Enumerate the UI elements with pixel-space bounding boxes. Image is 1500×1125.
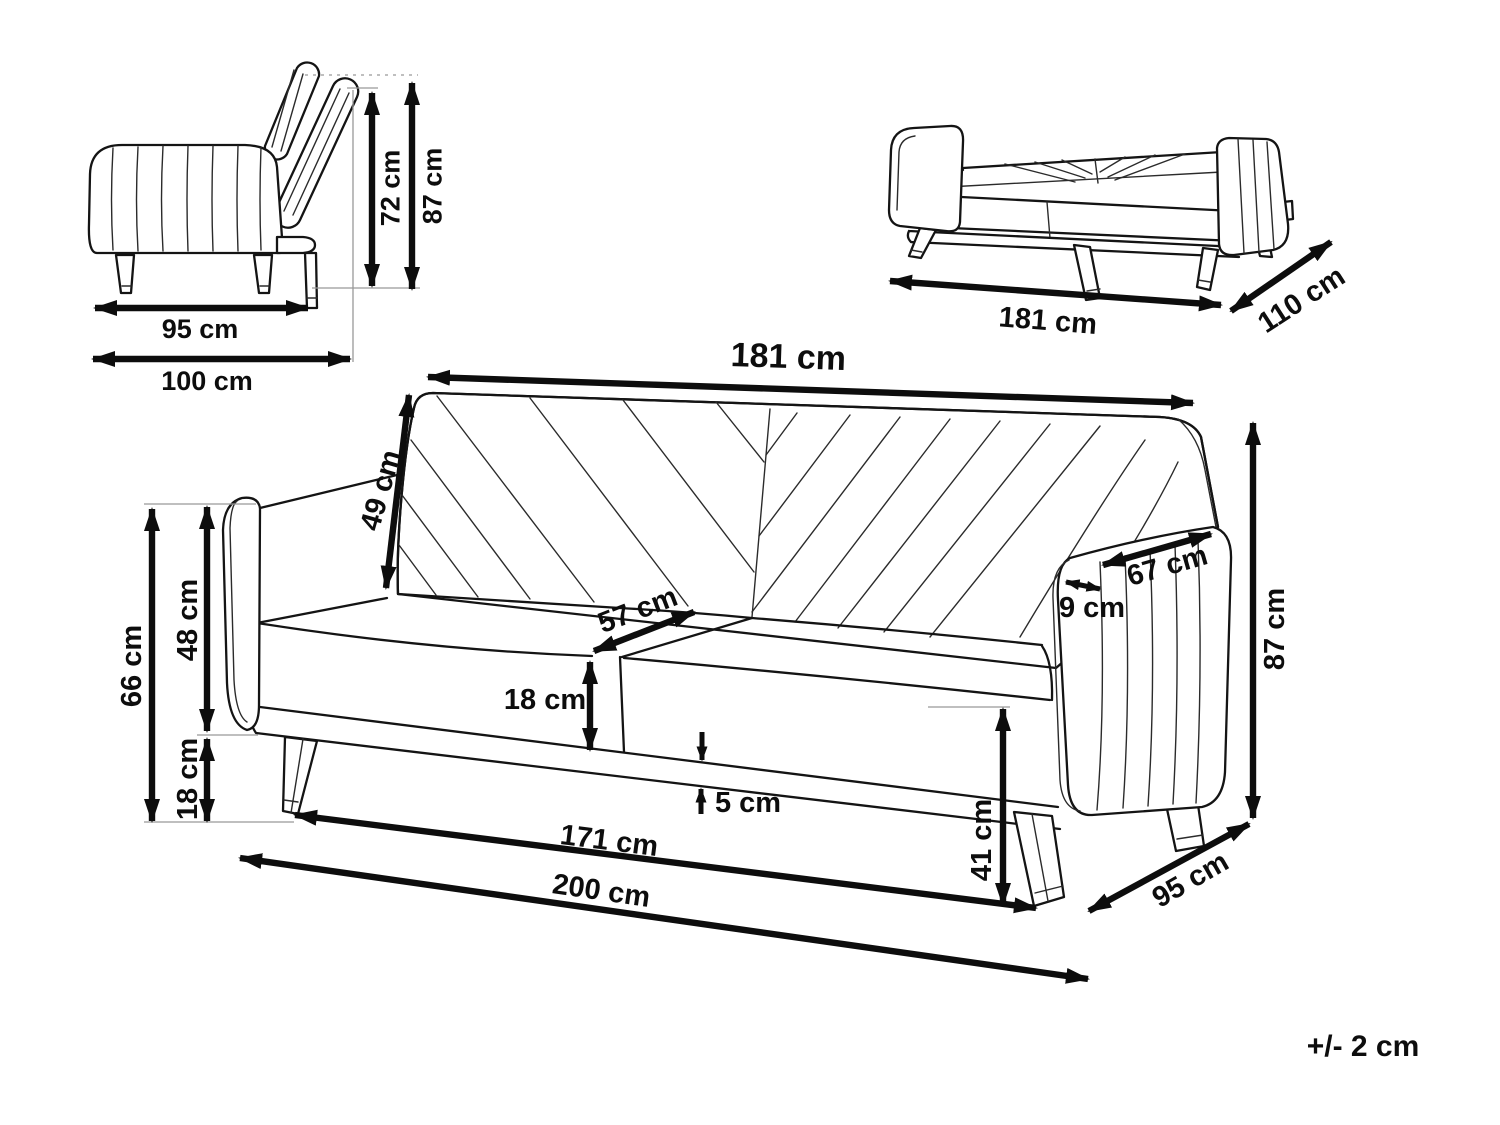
- base-rail-bottom: [249, 704, 1062, 831]
- dim-arrow: [592, 609, 696, 654]
- dim-armrest-floor-height: 66 cm: [116, 507, 160, 823]
- bed-right-armrest-channels: [1237, 138, 1275, 254]
- main-view: 181 cm 49 cm 66 cm 48 cm 18 cm 57 cm 18 …: [116, 336, 1291, 984]
- bed-mattress-back-edge: [961, 150, 1224, 170]
- dim-arrow: [1087, 821, 1251, 914]
- dim-arrow: [1064, 579, 1102, 592]
- tolerance-note: +/- 2 cm: [1307, 1030, 1420, 1063]
- bed-view: 181 cm 110 cm: [887, 124, 1351, 341]
- bed-right-armrest: [1215, 136, 1290, 257]
- dim-side-total-depth: 100 cm: [91, 351, 352, 396]
- dim-label: 5 cm: [715, 787, 781, 819]
- bed-leg-front-left-foot: [910, 249, 923, 253]
- backrest-corner-stitch: [1177, 418, 1217, 528]
- bed-mattress-fold-seam: [947, 171, 1223, 188]
- dim-seat-cushion-thickness: 18 cm: [504, 660, 598, 752]
- dim-label: 18 cm: [172, 738, 204, 820]
- dim-label: 100 cm: [161, 366, 253, 396]
- dim-seat-height: 41 cm: [966, 707, 1011, 907]
- dim-label: 18 cm: [504, 684, 586, 716]
- dim-arrow: [380, 393, 415, 590]
- dim-label: 48 cm: [172, 579, 204, 661]
- dim-base-frame-thickness: 5 cm: [695, 732, 781, 819]
- dim-label: 181 cm: [730, 336, 847, 378]
- side-view: 95 cm 100 cm 72 cm 87 cm: [87, 61, 447, 396]
- dim-depth: 95 cm: [1087, 821, 1251, 914]
- dim-label: 87 cm: [417, 148, 447, 225]
- dim-label: 110 cm: [1252, 260, 1351, 340]
- seat-cushion-split: [618, 616, 754, 754]
- right-armrest-channels: [1096, 539, 1201, 811]
- dim-label: 87 cm: [1259, 588, 1291, 670]
- dim-label: 181 cm: [998, 301, 1099, 341]
- side-body-channel-stitching: [110, 145, 262, 252]
- side-backrest-reclined: [273, 77, 360, 229]
- dim-arrow: [238, 853, 1090, 984]
- dim-arrow: [1229, 239, 1333, 314]
- seat-cushion-right-edge: [1040, 644, 1054, 702]
- dim-side-seat-depth: 95 cm: [93, 300, 310, 344]
- dim-main-width: 181 cm: [426, 336, 1195, 411]
- side-seat-extension: [275, 235, 317, 255]
- dim-inner-width: 171 cm: [293, 809, 1038, 914]
- dim-arrow: [1101, 530, 1213, 569]
- dim-arrow: [426, 369, 1195, 411]
- side-rear-support: [303, 251, 319, 310]
- leg-front-left-stitch: [283, 738, 304, 814]
- dim-total-height: 87 cm: [1245, 421, 1291, 820]
- side-backrest-upright-stitch: [271, 69, 304, 152]
- bed-mattress-front-split: [1046, 201, 1051, 239]
- dim-label: 66 cm: [116, 625, 148, 707]
- dim-bed-depth: 110 cm: [1229, 239, 1351, 340]
- seat-back-seam: [396, 592, 1044, 647]
- seat-cushion-left-edge: [255, 596, 389, 625]
- dim-under-frame-clearance: 18 cm: [172, 737, 215, 823]
- base-rail-top: [250, 704, 1060, 809]
- left-armrest: [221, 496, 262, 732]
- bed-left-armrest-stitch: [896, 135, 916, 211]
- side-front-leg: [114, 253, 136, 295]
- dim-side-total-height: 87 cm: [404, 81, 447, 291]
- dim-armrest-width: 9 cm: [1059, 579, 1125, 624]
- dim-bed-length: 181 cm: [888, 274, 1223, 341]
- right-armrest-front-capsule: [1052, 559, 1081, 812]
- dim-armrest-upper-height: 48 cm: [172, 505, 215, 733]
- dim-arrow: [293, 809, 1038, 914]
- side-backrest-reclined-stitch: [283, 88, 350, 216]
- seat-cushion-front-rim: [255, 621, 1052, 702]
- dim-label: 171 cm: [558, 819, 660, 863]
- dim-side-backrest-height: 72 cm: [364, 91, 405, 288]
- dim-arrow: [888, 274, 1223, 312]
- dim-label: 95 cm: [162, 314, 239, 344]
- left-armrest-top-edge: [258, 473, 399, 510]
- bed-left-armrest: [887, 124, 965, 233]
- dim-label: 9 cm: [1059, 592, 1125, 624]
- dim-label: 72 cm: [375, 150, 405, 227]
- dim-label: 41 cm: [966, 799, 998, 881]
- dim-total-width: 200 cm: [238, 853, 1090, 984]
- side-body-outline: [87, 143, 285, 255]
- left-armrest-stitch: [229, 500, 248, 723]
- bed-mattress-chevron-stitching: [1004, 153, 1186, 184]
- leg-front-left: [281, 735, 319, 816]
- side-rear-leg: [252, 253, 274, 295]
